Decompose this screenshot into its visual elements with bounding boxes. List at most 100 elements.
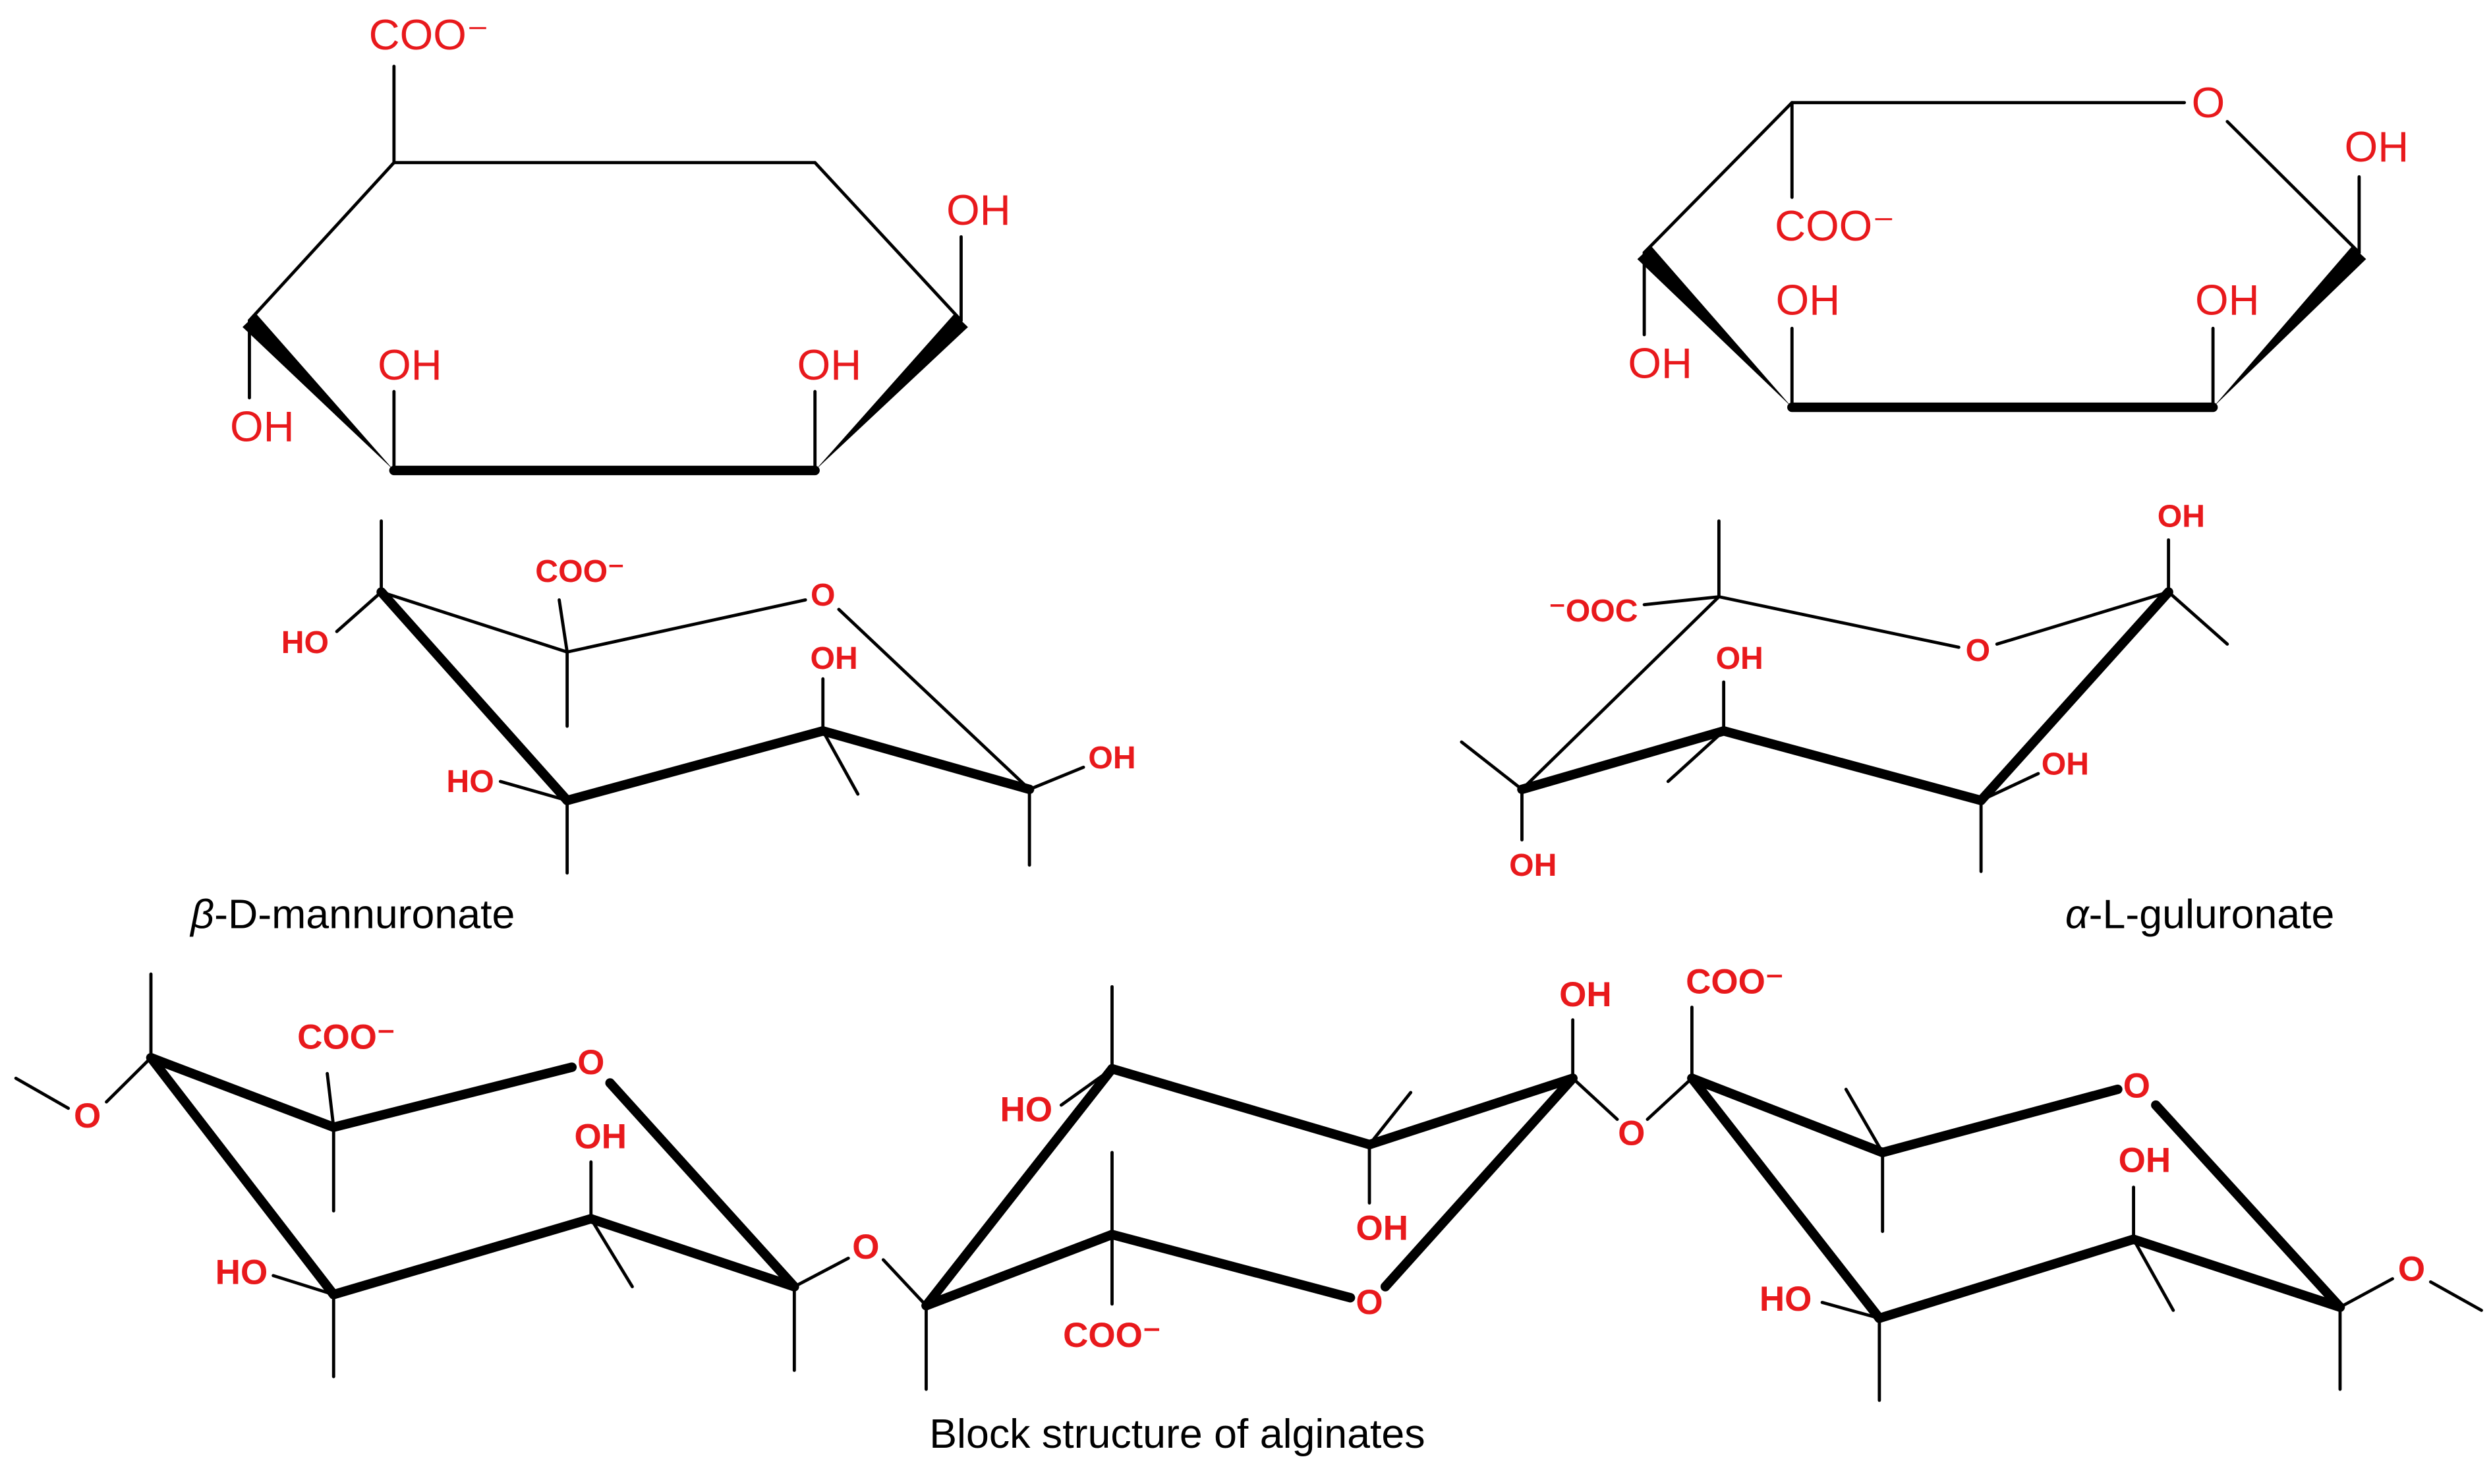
bond: [1976, 587, 2173, 805]
hydroxyl-label: OH: [1559, 975, 1612, 1014]
oxygen-label: O: [1356, 1283, 1383, 1322]
carboxylate-label: COO⁻: [535, 554, 624, 589]
hydroxyl_reversed-label: HO: [215, 1253, 268, 1292]
hydroxyl-label: OH: [2158, 498, 2205, 534]
bond: [562, 726, 828, 805]
wedge-bond: [2213, 246, 2366, 408]
hydroxyl-label: OH: [230, 402, 295, 450]
bond: [329, 1214, 596, 1299]
bond: [2167, 590, 2229, 646]
hydroxyl-label: OH: [1628, 339, 1692, 387]
bond: [335, 590, 383, 633]
bond: [921, 1230, 1117, 1311]
bond: [565, 598, 807, 654]
bond: [1844, 1087, 1885, 1155]
bond: [837, 608, 1031, 791]
bond: [376, 587, 572, 805]
hydroxyl_reversed-label: HO: [1000, 1091, 1053, 1129]
oxygen-label: O: [1966, 633, 1990, 668]
bond: [1460, 740, 1524, 791]
bond: [1874, 1234, 2138, 1323]
bond: [1520, 595, 1721, 791]
bond: [586, 1214, 799, 1292]
bond: [821, 729, 860, 796]
carboxylate-label: COO⁻: [297, 1018, 395, 1057]
hydroxyl_reversed-label: HO: [281, 625, 329, 660]
bond: [1877, 1084, 2123, 1158]
bond: [329, 1062, 577, 1132]
hydroxyl-label: OH: [1716, 641, 1763, 676]
bond: [1979, 772, 2040, 803]
guluronate-name: -L-guluronate: [2089, 892, 2335, 938]
oxygen-label: O: [2192, 78, 2225, 127]
hydroxyl_reversed-label: HO: [1760, 1280, 1812, 1319]
bond: [2151, 1100, 2345, 1312]
bond: [248, 161, 396, 322]
bond: [813, 161, 963, 322]
bond: [1820, 1301, 1881, 1320]
bond: [1642, 595, 1721, 606]
hydroxyl-label: OH: [1776, 276, 1841, 324]
bond: [326, 1071, 335, 1129]
oxygen-label: O: [2398, 1250, 2425, 1289]
hydroxyl-label: OH: [1509, 847, 1557, 883]
block-structure-caption: Block structure of alginates: [929, 1411, 1425, 1457]
bond: [605, 1078, 799, 1292]
wedge-bond: [815, 314, 968, 471]
hydroxyl_reversed-label: HO: [446, 764, 494, 799]
bond: [146, 1052, 339, 1132]
hydroxyl-label: OH: [2042, 747, 2089, 782]
mannuronate-caption: β-D-mannuronate: [189, 892, 515, 938]
carboxylate-label: COO⁻: [1063, 1316, 1161, 1355]
carboxylate-label: COO⁻: [369, 11, 490, 59]
mannuronate-prefix: β: [189, 892, 214, 938]
bonds: [14, 65, 2483, 1402]
bond: [1687, 1073, 1887, 1158]
bond: [380, 590, 569, 654]
bond: [1364, 1073, 1578, 1150]
bond: [14, 1076, 71, 1110]
oxygen-label: O: [577, 1043, 604, 1082]
bond: [146, 1052, 339, 1299]
bond: [2338, 1277, 2394, 1309]
hydroxyl-label: OH: [2195, 276, 2260, 324]
hydroxyl-label: OH: [378, 341, 442, 389]
hydroxyl-label: OH: [946, 186, 1011, 234]
bond: [1666, 729, 1726, 784]
bond: [792, 1257, 850, 1288]
carboxylate-label: COO⁻: [1686, 963, 1784, 1002]
bond: [1367, 1091, 1413, 1147]
bond: [1059, 1067, 1114, 1107]
hydroxyl-label: OH: [2345, 123, 2409, 171]
oxygen-label: O: [852, 1228, 879, 1267]
hydroxyl-label: OH: [574, 1118, 627, 1156]
bond: [1107, 1230, 1356, 1303]
hydroxyl-label: OH: [2119, 1141, 2171, 1180]
bond: [2132, 1238, 2175, 1312]
guluronate-caption: α-L-guluronate: [2065, 892, 2335, 938]
oxygen-label: O: [811, 577, 835, 613]
bond: [498, 780, 569, 803]
wedge-bond: [1637, 246, 1792, 408]
bond: [589, 1217, 634, 1288]
bond: [1027, 765, 1085, 791]
bond: [818, 726, 1035, 795]
hydroxyl-label: OH: [797, 341, 862, 389]
bond: [2129, 1234, 2345, 1312]
guluronate-prefix: α: [2065, 892, 2090, 938]
bond: [1995, 590, 2171, 646]
hydroxyl-label: OH: [1088, 740, 1135, 776]
bond: [558, 598, 569, 654]
carboxylate_reversed-label: ⁻OOC: [1549, 593, 1638, 629]
bond: [1687, 1073, 1885, 1323]
bond: [2428, 1280, 2483, 1312]
hydroxyl-label: OH: [810, 641, 857, 676]
bond: [105, 1056, 153, 1104]
bond: [1642, 101, 1794, 254]
bond: [2225, 120, 2361, 254]
bond: [1517, 726, 1729, 795]
hydroxyl-label: OH: [1356, 1209, 1409, 1247]
bond: [1107, 1064, 1375, 1150]
